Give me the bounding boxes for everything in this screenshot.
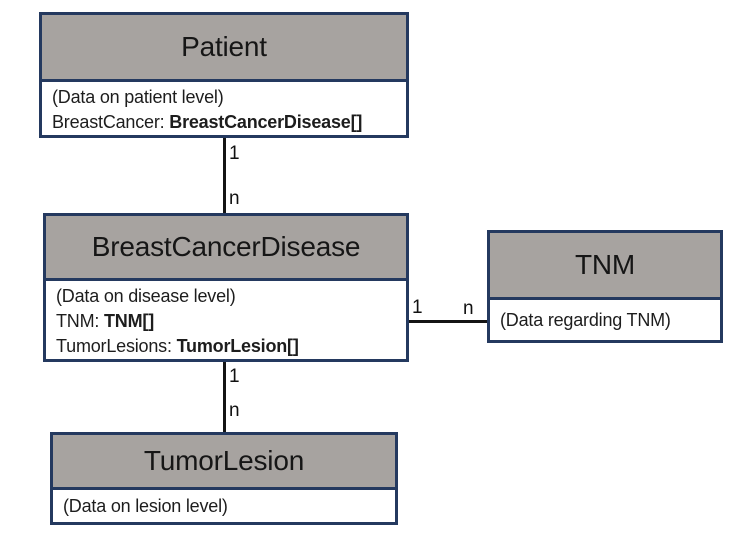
attribute-line-tumorlesions: TumorLesions: TumorLesion[] (56, 334, 396, 359)
attribute-name: TNM: (56, 311, 100, 331)
multiplicity-label-patient-side: 1 (229, 143, 240, 164)
class-box-patient: Patient (Data on patient level) BreastCa… (39, 12, 409, 138)
class-title-tnm: TNM (574, 249, 636, 280)
class-title-tumor-lesion: TumorLesion (143, 445, 305, 476)
attribute-name: TumorLesions: (56, 336, 172, 356)
attribute-line-breastcancer: BreastCancer: BreastCancerDisease[] (52, 110, 396, 135)
class-title-patient: Patient (181, 31, 267, 62)
class-note-tumor-lesion: (Data on lesion level) (63, 495, 228, 516)
attribute-type: BreastCancerDisease[] (169, 112, 363, 132)
association-line-disease-lesion (223, 362, 226, 432)
class-header-tumor-lesion: TumorLesion (53, 435, 395, 490)
association-line-disease-tnm (409, 320, 487, 323)
multiplicity-label-tnm-side: n (463, 298, 474, 319)
class-note-patient: (Data on patient level) (52, 87, 224, 107)
class-title-breast-cancer-disease: BreastCancerDisease (91, 231, 361, 262)
class-body-tumor-lesion: (Data on lesion level) (53, 490, 395, 522)
class-box-breast-cancer-disease: BreastCancerDisease (Data on disease lev… (43, 213, 409, 362)
multiplicity-label-disease-side-lesion: 1 (229, 366, 240, 387)
class-body-breast-cancer-disease: (Data on disease level) TNM: TNM[] Tumor… (46, 281, 406, 359)
multiplicity-label-disease-side: n (229, 188, 240, 209)
attribute-name: BreastCancer: (52, 112, 165, 132)
attribute-type: TNM[] (104, 311, 154, 331)
class-header-breast-cancer-disease: BreastCancerDisease (46, 216, 406, 281)
class-note-tnm: (Data regarding TNM) (500, 309, 671, 330)
attribute-type: TumorLesion[] (176, 336, 299, 356)
class-body-patient: (Data on patient level) BreastCancer: Br… (42, 82, 406, 135)
class-body-tnm: (Data regarding TNM) (490, 300, 720, 340)
class-header-patient: Patient (42, 15, 406, 82)
class-box-tumor-lesion: TumorLesion (Data on lesion level) (50, 432, 398, 525)
association-line-patient-disease (223, 138, 226, 213)
attribute-line-tnm: TNM: TNM[] (56, 309, 396, 334)
multiplicity-label-disease-side-tnm: 1 (412, 297, 423, 318)
multiplicity-label-lesion-side: n (229, 400, 240, 421)
class-header-tnm: TNM (490, 233, 720, 300)
class-note-breast-cancer-disease: (Data on disease level) (56, 286, 236, 306)
class-box-tnm: TNM (Data regarding TNM) (487, 230, 723, 343)
